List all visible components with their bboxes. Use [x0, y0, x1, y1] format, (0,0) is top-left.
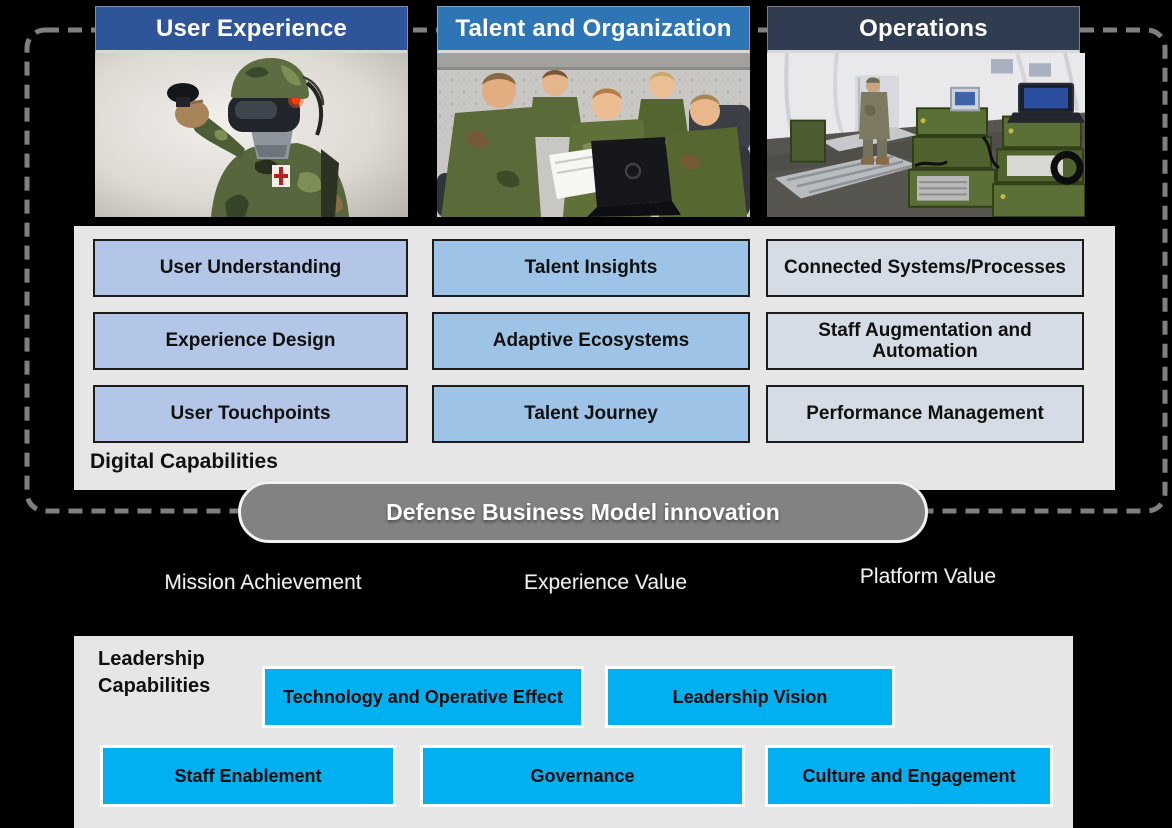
pillar-header-label: Operations: [859, 14, 988, 42]
leadership-box-label: Culture and Engagement: [802, 765, 1016, 786]
leadership-box-governance: Governance: [420, 745, 745, 807]
capability-box-user-understanding: User Understanding: [93, 239, 408, 297]
soldiers-around-laptop-photo: [437, 53, 750, 217]
capability-label: User Touchpoints: [170, 403, 331, 425]
capability-box-performance-management: Performance Management: [766, 385, 1084, 443]
banner-label: Defense Business Model innovation: [386, 498, 780, 525]
capability-label: Talent Insights: [524, 257, 658, 279]
pillar-header-user-experience: User Experience: [95, 6, 408, 53]
digital-capabilities-panel: User Understanding Experience Design Use…: [74, 226, 1115, 490]
capability-label: Experience Design: [165, 330, 336, 352]
capability-label: User Understanding: [159, 257, 342, 279]
leadership-box-leadership-vision: Leadership Vision: [605, 666, 895, 728]
leadership-box-staff-enablement: Staff Enablement: [100, 745, 396, 807]
vr-soldier-photo: [95, 53, 408, 217]
digital-capabilities-label: Digital Capabilities: [90, 450, 278, 473]
capability-box-talent-insights: Talent Insights: [432, 239, 750, 297]
capability-box-user-touchpoints: User Touchpoints: [93, 385, 408, 443]
capability-box-talent-journey: Talent Journey: [432, 385, 750, 443]
capability-label: Connected Systems/Processes: [784, 257, 1066, 279]
capability-box-connected-systems: Connected Systems/Processes: [766, 239, 1084, 297]
leadership-box-culture-engagement: Culture and Engagement: [765, 745, 1053, 807]
pillar-header-talent-and-organization: Talent and Organization: [437, 6, 750, 53]
pillar-header-label: Talent and Organization: [455, 14, 732, 42]
leadership-box-label: Governance: [530, 765, 635, 786]
capability-box-adaptive-ecosystems: Adaptive Ecosystems: [432, 312, 750, 370]
capability-box-experience-design: Experience Design: [93, 312, 408, 370]
leadership-box-label: Technology and Operative Effect: [283, 686, 563, 707]
leadership-capabilities-panel: Leadership Capabilities Technology and O…: [74, 636, 1073, 828]
capability-label: Staff Augmentation and Automation: [818, 319, 1032, 362]
capability-box-staff-augmentation: Staff Augmentation and Automation: [766, 312, 1084, 370]
pillar-header-operations: Operations: [767, 6, 1080, 53]
value-label-platform-value: Platform Value: [859, 565, 997, 588]
value-label-experience-value: Experience Value: [523, 571, 688, 594]
capability-label: Talent Journey: [524, 403, 658, 425]
capability-label: Adaptive Ecosystems: [492, 330, 690, 352]
value-label-mission-achievement: Mission Achievement: [164, 571, 362, 594]
leadership-box-label: Staff Enablement: [174, 765, 322, 786]
field-equipment-tent-photo: [767, 53, 1085, 217]
pillar-header-label: User Experience: [155, 14, 348, 42]
defense-business-model-banner: Defense Business Model innovation: [238, 481, 928, 543]
leadership-box-label: Leadership Vision: [672, 686, 828, 707]
capability-label: Performance Management: [806, 403, 1044, 425]
leadership-box-technology-operative-effect: Technology and Operative Effect: [262, 666, 584, 728]
leadership-capabilities-label: Leadership Capabilities: [98, 648, 211, 697]
